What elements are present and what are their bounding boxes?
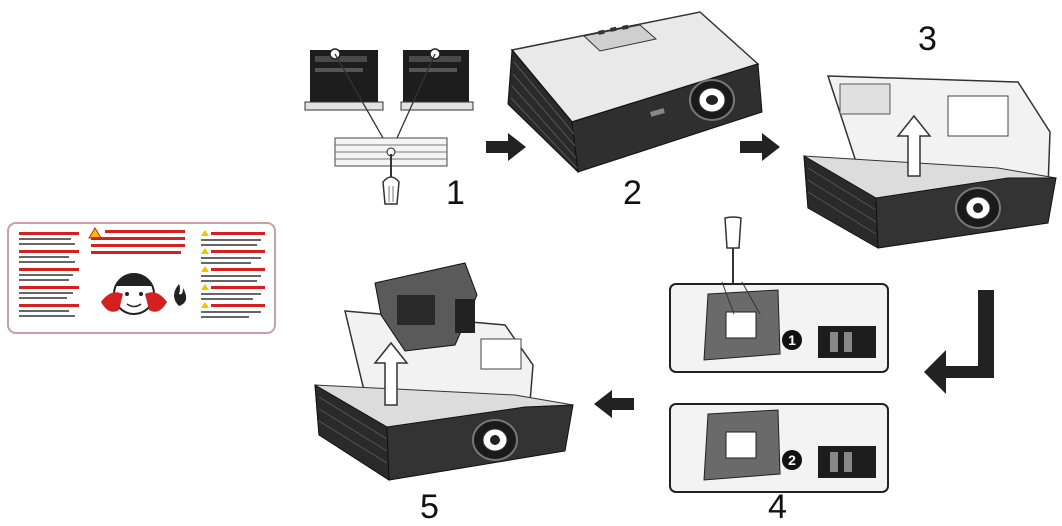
step-3-illustration <box>803 75 1058 249</box>
screwdriver-icon <box>382 154 400 205</box>
lamp-module <box>374 262 478 352</box>
projector-corner-left <box>304 48 384 111</box>
projector-corner-right <box>400 48 474 111</box>
bent-arrow-icon <box>924 290 994 394</box>
step-number-2: 2 <box>623 174 642 212</box>
lift-arrow-icon <box>896 114 932 177</box>
step-5-illustration <box>314 262 575 481</box>
flame-icon <box>174 284 187 306</box>
step-number-1: 1 <box>446 174 465 212</box>
step-4-panel-1 <box>669 281 889 373</box>
arrow-left-icon <box>594 390 634 418</box>
projector-closed <box>507 11 763 174</box>
step-2-illustration <box>507 11 763 174</box>
warning-label-graphic <box>19 227 265 318</box>
sub-step-badge-2 <box>782 450 802 470</box>
step-number-4: 4 <box>768 488 787 526</box>
sub-step-label-1: 1 <box>788 332 796 348</box>
sub-step-label-2: 2 <box>788 452 796 468</box>
projector-lamp-removal <box>314 262 575 481</box>
projector-open-cover <box>803 75 1058 249</box>
sub-step-badge-1 <box>782 330 802 350</box>
step-number-3: 3 <box>918 20 937 58</box>
step-1-illustration <box>304 48 474 205</box>
warning-label <box>7 222 276 334</box>
arrow-right-icon <box>486 133 526 161</box>
arrow-right-icon <box>740 133 780 161</box>
hazard-triangle-icon <box>88 227 102 239</box>
step-4-panel-2 <box>669 403 889 493</box>
lift-arrow-icon <box>373 341 409 406</box>
screwdriver-icon <box>724 216 742 288</box>
step-number-5: 5 <box>420 488 439 526</box>
face-icon <box>101 273 167 315</box>
